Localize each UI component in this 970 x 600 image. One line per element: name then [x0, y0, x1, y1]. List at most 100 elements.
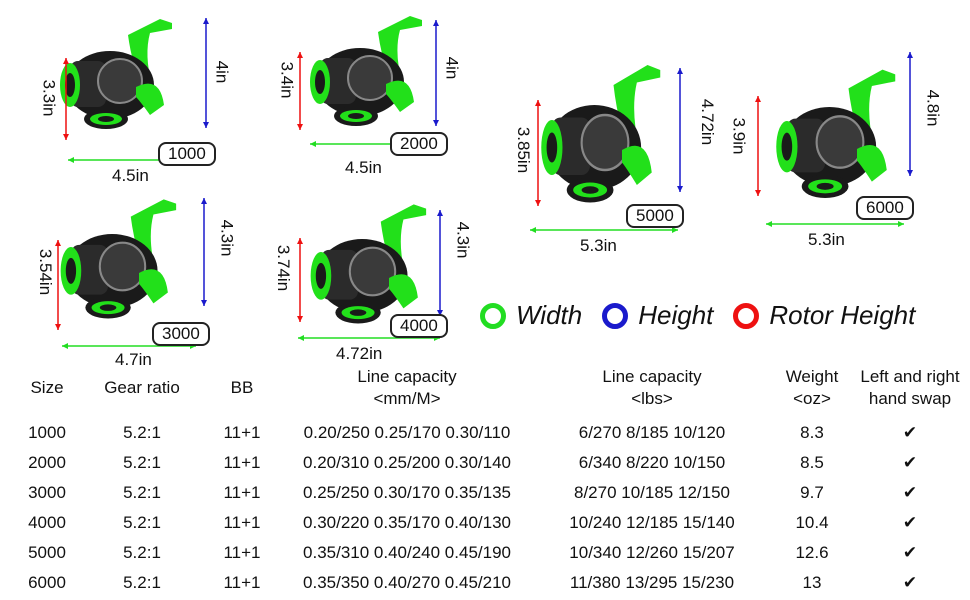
cell-bb: 11+1	[223, 453, 261, 472]
cell-line-mm: 0.30/220 0.35/170 0.40/130	[303, 513, 511, 532]
width-label: 4.5in	[112, 166, 149, 185]
reel-image	[40, 195, 205, 330]
cell-gear: 5.2:1	[123, 453, 161, 472]
width-label: 4.7in	[115, 350, 152, 369]
cell-bb: 11+1	[223, 513, 261, 532]
cell-weight: 9.7	[800, 483, 824, 502]
reel-image	[755, 65, 925, 210]
cell-weight: 13	[802, 573, 822, 592]
specs-table: Size Gear ratio BB Line capacity<mm/M> L…	[12, 366, 968, 598]
header-bb: BB	[230, 378, 254, 397]
height-label: 4.3in	[217, 219, 237, 257]
rotor-arrow	[755, 96, 761, 196]
width-dot-icon	[480, 302, 506, 329]
size-badge: 3000	[152, 322, 210, 346]
height-dot-icon	[602, 302, 629, 329]
cell-size: 5000	[28, 543, 66, 562]
legend-height-label: Height	[638, 300, 714, 330]
cell-weight: 8.3	[800, 423, 824, 442]
rotor-height-label: 3.85in	[514, 126, 534, 174]
rotor-height-label: 3.54in	[36, 248, 56, 296]
cell-size: 4000	[28, 513, 66, 532]
cell-size: 3000	[28, 483, 66, 502]
header-line-lbs: Line capacity<lbs>	[602, 367, 702, 408]
check-icon: ✔	[902, 573, 918, 592]
cell-line-lbs: 6/270 8/185 10/120	[578, 423, 726, 442]
cell-line-lbs: 8/270 10/185 12/150	[574, 483, 730, 502]
cell-line-mm: 0.35/310 0.40/240 0.45/190	[303, 543, 511, 562]
cell-gear: 5.2:1	[123, 423, 161, 442]
cell-bb: 11+1	[223, 483, 261, 502]
size-badge: 4000	[390, 314, 448, 338]
width-arrow	[530, 227, 678, 233]
check-icon: ✔	[902, 513, 918, 532]
cell-gear: 5.2:1	[123, 543, 161, 562]
cell-gear: 5.2:1	[123, 483, 161, 502]
cell-bb: 11+1	[223, 573, 261, 592]
cell-bb: 11+1	[223, 423, 261, 442]
rotor-height-label: 3.74in	[274, 244, 294, 292]
reel-image	[290, 200, 455, 335]
cell-line-lbs: 10/240 12/185 15/140	[569, 513, 735, 532]
rotor-arrow	[55, 240, 61, 330]
cell-bb: 11+1	[223, 543, 261, 562]
legend-width: Width	[480, 300, 582, 331]
reel-image	[40, 15, 200, 140]
cell-line-mm: 0.20/250 0.25/170 0.30/110	[303, 423, 511, 442]
cell-weight: 10.4	[795, 513, 829, 532]
size-badge: 5000	[626, 204, 684, 228]
height-arrow	[677, 68, 683, 192]
width-label: 5.3in	[580, 236, 617, 255]
cell-size: 6000	[28, 573, 66, 592]
check-icon: ✔	[902, 483, 918, 502]
cell-line-mm: 0.25/250 0.30/170 0.35/135	[303, 483, 511, 502]
width-label: 4.72in	[336, 344, 383, 363]
size-badge: 1000	[158, 142, 216, 166]
cell-line-mm: 0.35/350 0.40/270 0.45/210	[303, 573, 511, 592]
width-label: 5.3in	[808, 230, 845, 249]
height-arrow	[907, 52, 913, 176]
cell-weight: 8.5	[800, 453, 824, 472]
header-weight: Weight<oz>	[785, 367, 839, 408]
height-label: 4in	[442, 56, 462, 80]
reel-image	[290, 12, 450, 137]
legend-rotor: Rotor Height	[733, 300, 915, 331]
rotor-arrow	[535, 100, 541, 206]
header-gear: Gear ratio	[104, 378, 180, 397]
rotor-height-label: 3.3in	[39, 79, 59, 117]
height-arrow	[201, 198, 207, 306]
height-label: 4.72in	[698, 98, 718, 146]
height-arrow	[433, 20, 439, 126]
cell-line-lbs: 10/340 12/260 15/207	[569, 543, 735, 562]
cell-line-lbs: 6/340 8/220 10/150	[578, 453, 726, 472]
height-label: 4.3in	[453, 221, 473, 259]
width-label: 4.5in	[345, 158, 382, 177]
check-icon: ✔	[902, 453, 918, 472]
cell-line-mm: 0.20/310 0.25/200 0.30/140	[303, 453, 511, 472]
check-icon: ✔	[902, 423, 918, 442]
cell-weight: 12.6	[795, 543, 829, 562]
dimension-legend: Width Height Rotor Height	[480, 300, 915, 331]
header-line-mm: Line capacity<mm/M>	[357, 367, 457, 408]
cell-gear: 5.2:1	[123, 573, 161, 592]
legend-width-label: Width	[516, 300, 583, 330]
table-row: 5000 5.2:1 11+1 0.35/310 0.40/240 0.45/190 1…	[12, 538, 968, 568]
cell-gear: 5.2:1	[123, 513, 161, 532]
table-row: 2000 5.2:1 11+1 0.20/310 0.25/200 0.30/140 6…	[12, 448, 968, 478]
reel-image	[520, 60, 690, 215]
rotor-height-label: 3.9in	[729, 117, 749, 155]
width-arrow	[766, 221, 904, 227]
cell-size: 2000	[28, 453, 66, 472]
table-row: 3000 5.2:1 11+1 0.25/250 0.30/170 0.35/135 8…	[12, 478, 968, 508]
rotor-arrow	[297, 238, 303, 322]
legend-rotor-label: Rotor Height	[769, 300, 916, 330]
rotor-arrow	[297, 52, 303, 130]
rotor-dot-icon	[733, 302, 760, 329]
size-badge: 6000	[856, 196, 914, 220]
table-row: 6000 5.2:1 11+1 0.35/350 0.40/270 0.45/210 1…	[12, 568, 968, 598]
rotor-height-label: 3.4in	[277, 61, 297, 99]
size-badge: 2000	[390, 132, 448, 156]
table-row: 4000 5.2:1 11+1 0.30/220 0.35/170 0.40/130 1…	[12, 508, 968, 538]
